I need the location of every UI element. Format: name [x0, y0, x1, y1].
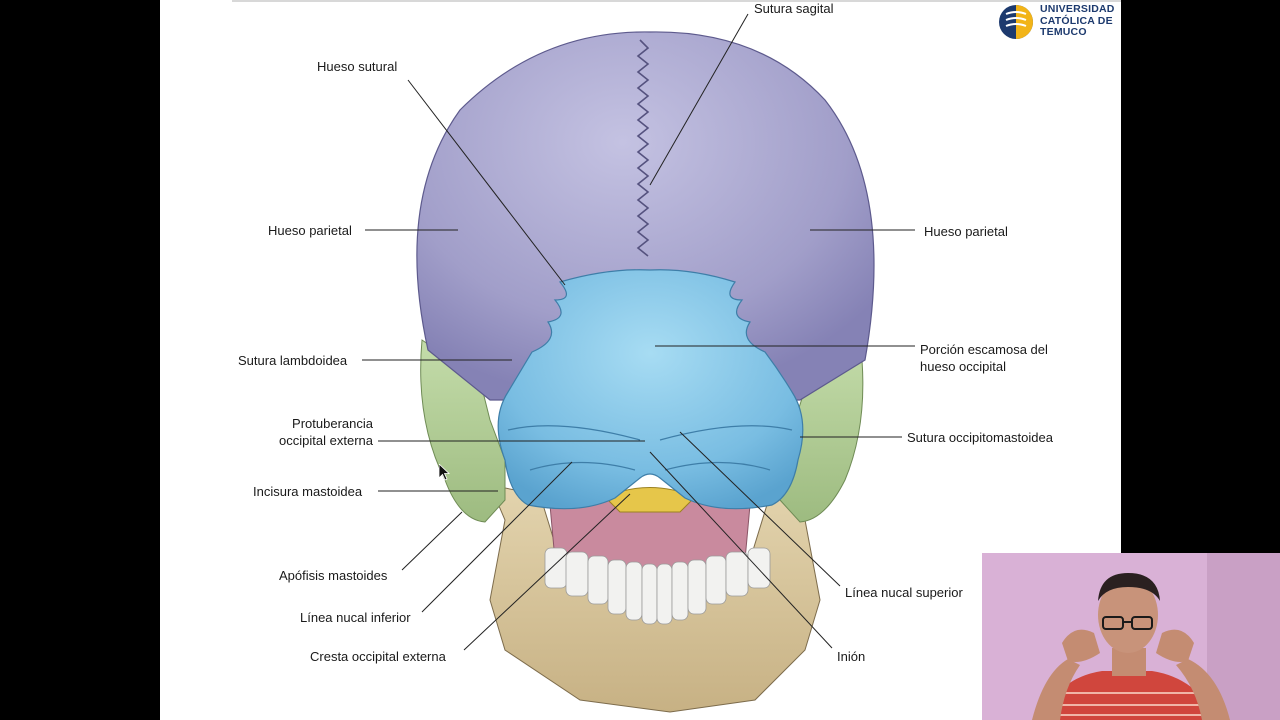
temporal-right: [779, 339, 864, 523]
sagittal-suture: [636, 39, 650, 257]
label-apofisis-mastoides: Apófisis mastoides: [279, 568, 388, 583]
logo-line-1: UNIVERSIDAD: [1040, 3, 1115, 15]
teeth: [544, 547, 771, 625]
label-incisura-mastoidea: Incisura mastoidea: [253, 484, 363, 499]
logo-line-3: TEMUCO: [1040, 26, 1087, 38]
label-porcion-escamosa-1: Porción escamosa del: [920, 342, 1048, 357]
label-sutura-occipitomastoidea: Sutura occipitomastoidea: [907, 430, 1053, 445]
label-linea-nucal-superior: Línea nucal superior: [845, 585, 963, 600]
logo-emblem-icon: [999, 5, 1033, 39]
label-hueso-parietal-left: Hueso parietal: [268, 223, 352, 238]
label-hueso-parietal-right: Hueso parietal: [924, 224, 1008, 239]
parietal-bones: [416, 31, 875, 401]
superior-nuchal-line-shape: [507, 425, 793, 441]
slide: Sutura sagital Hueso sutural Hueso parie…: [160, 0, 1121, 720]
inferior-nuchal-line-shape: [529, 461, 771, 471]
label-hueso-sutural: Hueso sutural: [317, 59, 398, 74]
occipital-bone: [497, 269, 804, 510]
label-sutura-lambdoidea: Sutura lambdoidea: [238, 353, 348, 368]
label-inion: Inión: [837, 649, 866, 664]
label-cresta-occipital-externa: Cresta occipital externa: [310, 649, 446, 664]
logo-text: UNIVERSIDAD CATÓLICA DE TEMUCO: [1040, 3, 1115, 39]
label-protuberancia-2: occipital externa: [279, 433, 373, 448]
leader-lines: [362, 13, 915, 651]
university-logo: UNIVERSIDAD CATÓLICA DE TEMUCO: [998, 2, 1120, 42]
label-linea-nucal-inferior: Línea nucal inferior: [300, 610, 411, 625]
presenter-video-icon: [982, 553, 1280, 720]
mouse-cursor-icon: [439, 464, 451, 481]
skull-posterior-view: [362, 13, 915, 713]
logo-line-2: CATÓLICA DE: [1040, 14, 1113, 27]
label-sutura-sagital: Sutura sagital: [754, 1, 834, 16]
slide-top-border: [232, 0, 1121, 2]
label-protuberancia-1: Protuberancia: [292, 416, 373, 431]
label-porcion-escamosa-2: hueso occipital: [920, 359, 1006, 374]
presenter-webcam: [982, 553, 1280, 720]
